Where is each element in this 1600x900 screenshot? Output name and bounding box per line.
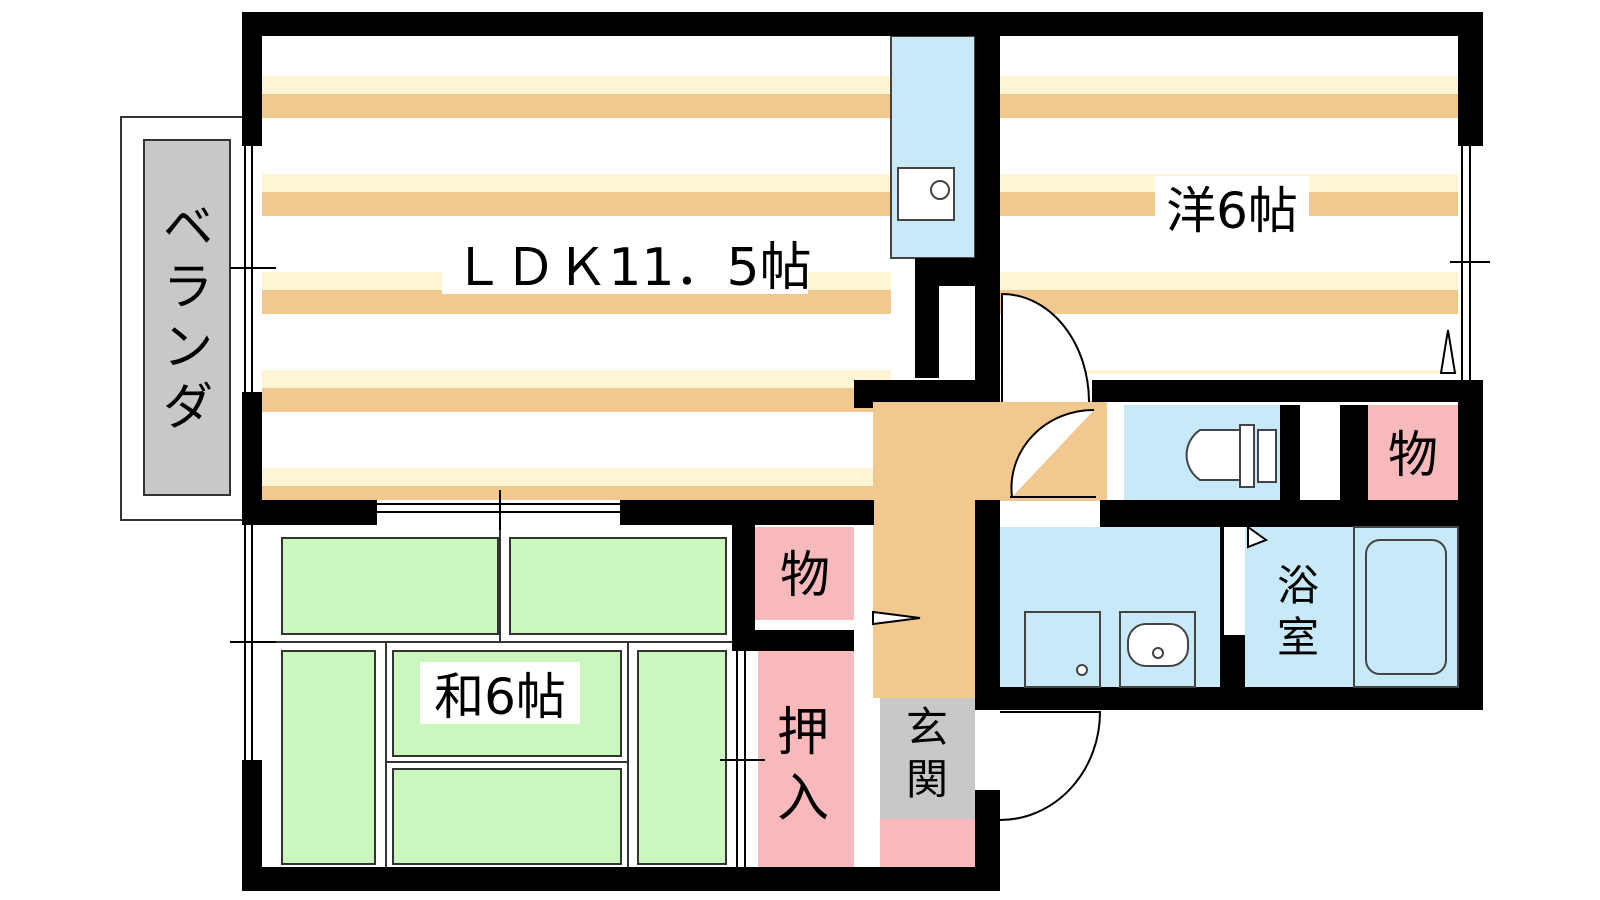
svg-text:押: 押 [777,703,829,763]
ldk-label: ＬＤＫ11．5帖 [452,238,811,298]
toilet-icon [1185,424,1277,488]
walls [242,12,1483,891]
storage-upper-fill [1368,405,1458,501]
sliding-door-ldk [377,490,620,530]
window-left-upper [230,146,276,392]
storage-upper-label: 物 [1388,426,1438,484]
entrance-fill [880,698,975,819]
sink-icon [897,167,955,221]
window-left-lower [230,525,276,760]
veranda-label: ベ ラ ン ダ [163,198,213,436]
svg-text:浴: 浴 [1277,561,1319,610]
western-room-label: 洋6帖 [1166,182,1298,240]
bathroom-label: 浴 室 [1277,561,1319,662]
window-right [1450,146,1490,380]
svg-text:ベ: ベ [163,198,213,256]
entrance-label: 玄 関 [906,703,948,804]
washing-machine-icon [1024,611,1101,688]
closet-sliding-door [720,651,765,867]
japanese-room-label: 和6帖 [434,668,566,726]
storage-left-fill [755,527,854,620]
svg-text:入: 入 [777,769,829,829]
svg-text:室: 室 [1277,613,1319,662]
entrance-step [880,819,975,867]
svg-text:ラ: ラ [163,258,213,316]
svg-text:玄: 玄 [906,703,948,752]
door-swing-icon [872,292,1457,821]
veranda [120,116,246,521]
closet-label: 押 入 [777,703,829,829]
closet-fill [758,651,854,867]
svg-text:ン: ン [163,318,213,376]
svg-text:関: 関 [906,755,948,804]
bathtub-icon [1353,526,1459,688]
svg-text:ダ: ダ [163,378,213,436]
washbasin-icon [1119,611,1196,688]
kitchen-counter [890,35,976,259]
storage-left-label: 物 [780,546,830,604]
tatami-mats [281,537,727,865]
